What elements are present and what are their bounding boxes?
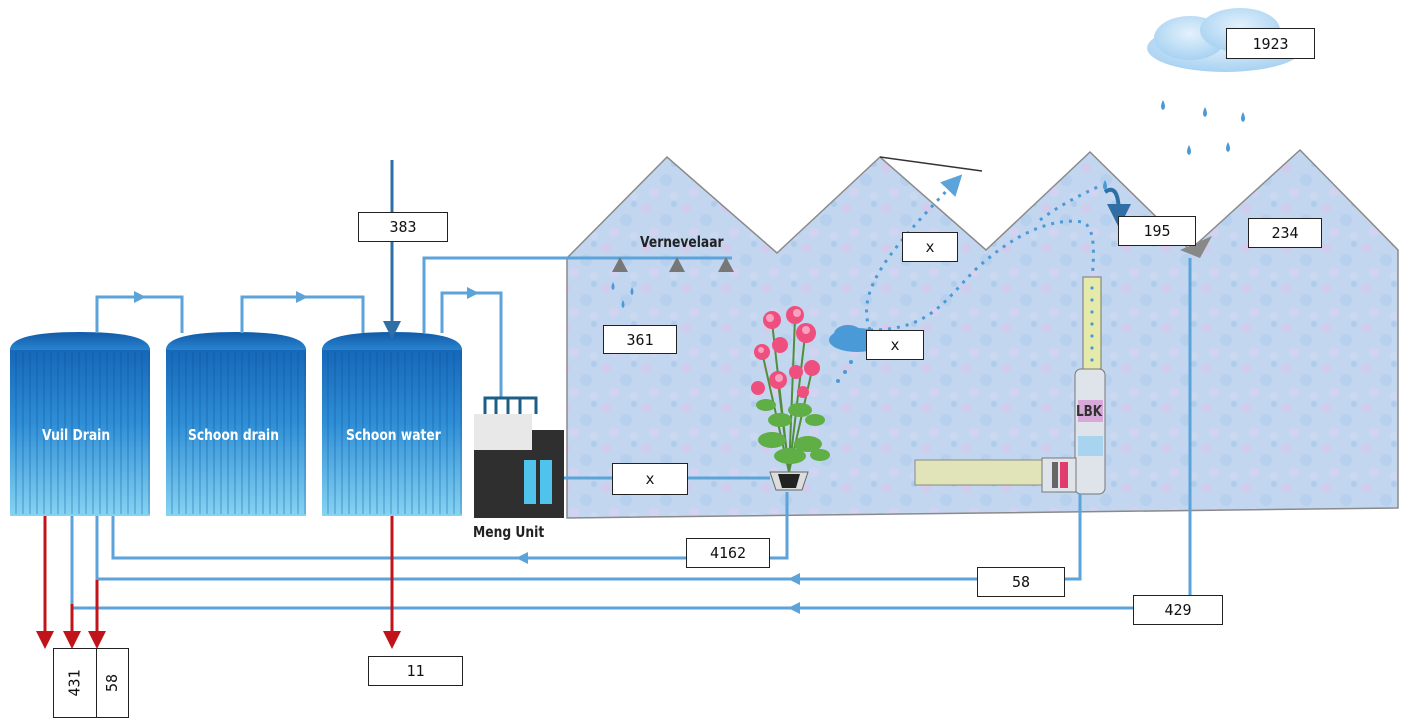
value-box-vernevelaar: 361 [603, 325, 677, 354]
label-meng-unit: Meng Unit [473, 523, 545, 541]
value-box-lbk-return: 58 [977, 567, 1065, 597]
tank-schoon-water [322, 332, 462, 516]
value-box-roof-return: 429 [1133, 595, 1223, 625]
value-box-evaporation: x [902, 232, 958, 262]
tank-stripes [15, 352, 462, 514]
roof-vent-window [879, 156, 983, 172]
value-box-discharge-431: 431 [53, 648, 97, 718]
plant-flower-icon [751, 306, 830, 491]
label-schoon-drain: Schoon drain [188, 426, 279, 444]
label-vernevelaar: Vernevelaar [640, 233, 724, 251]
vapour-to-roof-path [1039, 183, 1103, 222]
value-box-transpiration: x [866, 330, 924, 360]
value-box-roof-left: 195 [1118, 216, 1196, 246]
return-pipes [70, 258, 1192, 610]
mist-drops-icon [611, 282, 634, 308]
evaporation-drops-icon [836, 360, 853, 383]
rain-to-gutter-arrow [1103, 187, 1131, 228]
raindrops-icon [1161, 100, 1245, 155]
vernevelaar-supply-pipe [422, 256, 732, 333]
raindrop-icon [1103, 180, 1107, 190]
vernevelaar-nozzles-icon [612, 257, 734, 272]
return-arrows [516, 552, 800, 614]
lbk-air-treatment-icon [914, 276, 1106, 495]
transfer-arrows [134, 287, 479, 303]
label-lbk: LBK [1076, 402, 1103, 420]
gutter-icon [1180, 236, 1212, 258]
meng-unit-icon [474, 396, 564, 518]
value-box-drain-return: 4162 [686, 538, 770, 568]
value-box-roof-right: 234 [1248, 218, 1322, 248]
tank-schoon-drain [166, 332, 306, 516]
label-schoon-water: Schoon water [346, 426, 441, 444]
value-box-discharge-58: 58 [96, 648, 129, 718]
value-box-inflow: 383 [358, 212, 448, 242]
label-vuil-drain: Vuil Drain [42, 426, 111, 444]
tank-vuil-drain [10, 332, 150, 516]
discharge-pipes [36, 516, 401, 649]
value-box-rain: 1923 [1226, 28, 1315, 59]
value-box-meng-to-plant: x [612, 463, 688, 495]
value-box-outflow-schoon-water: 11 [368, 656, 463, 686]
